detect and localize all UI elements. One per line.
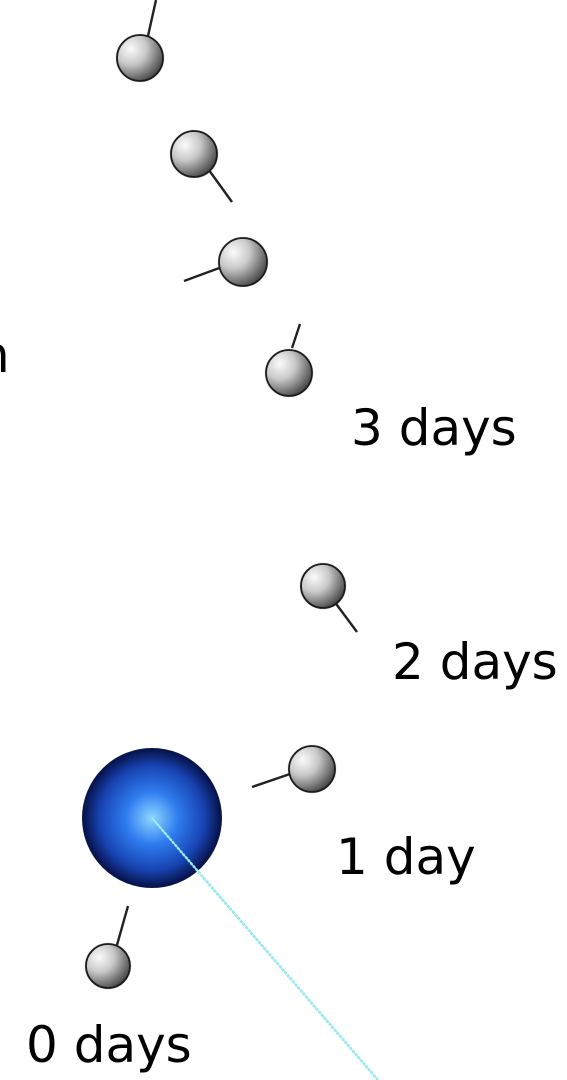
time-labels: 3 days 2 days 1 day 0 days [26,399,558,1074]
cropped-left-letter: n [0,326,10,384]
planet-top-3 [183,237,268,287]
planet-stick [290,323,302,349]
sun-group [82,748,380,1080]
planet-ball [170,130,218,178]
planet-one-day [251,745,336,793]
label-3-days: 3 days [351,399,517,457]
planet-ball [265,349,313,397]
planet-stick [205,165,233,203]
planet-stick [183,265,223,283]
planet-three-days [265,323,313,397]
planet-zero-days [85,905,131,989]
planet-stick [251,772,291,789]
planet-sequence [85,0,358,989]
label-2-days: 2 days [392,633,558,691]
cropped-left-text-group: n [0,326,10,384]
light-ray-highlight [151,817,379,1080]
planet-top-1 [116,0,164,82]
planet-ball [116,34,164,82]
planet-two-days [300,563,358,633]
planet-ball [218,237,268,287]
label-1-day: 1 day [336,828,476,886]
planet-ball [300,563,346,609]
planet-top-2 [170,130,233,203]
planet-stick [333,600,358,633]
planet-stick [146,0,158,37]
planet-stick [115,905,130,946]
label-0-days: 0 days [26,1016,192,1074]
planet-ball [288,745,336,793]
planet-ball [85,943,131,989]
